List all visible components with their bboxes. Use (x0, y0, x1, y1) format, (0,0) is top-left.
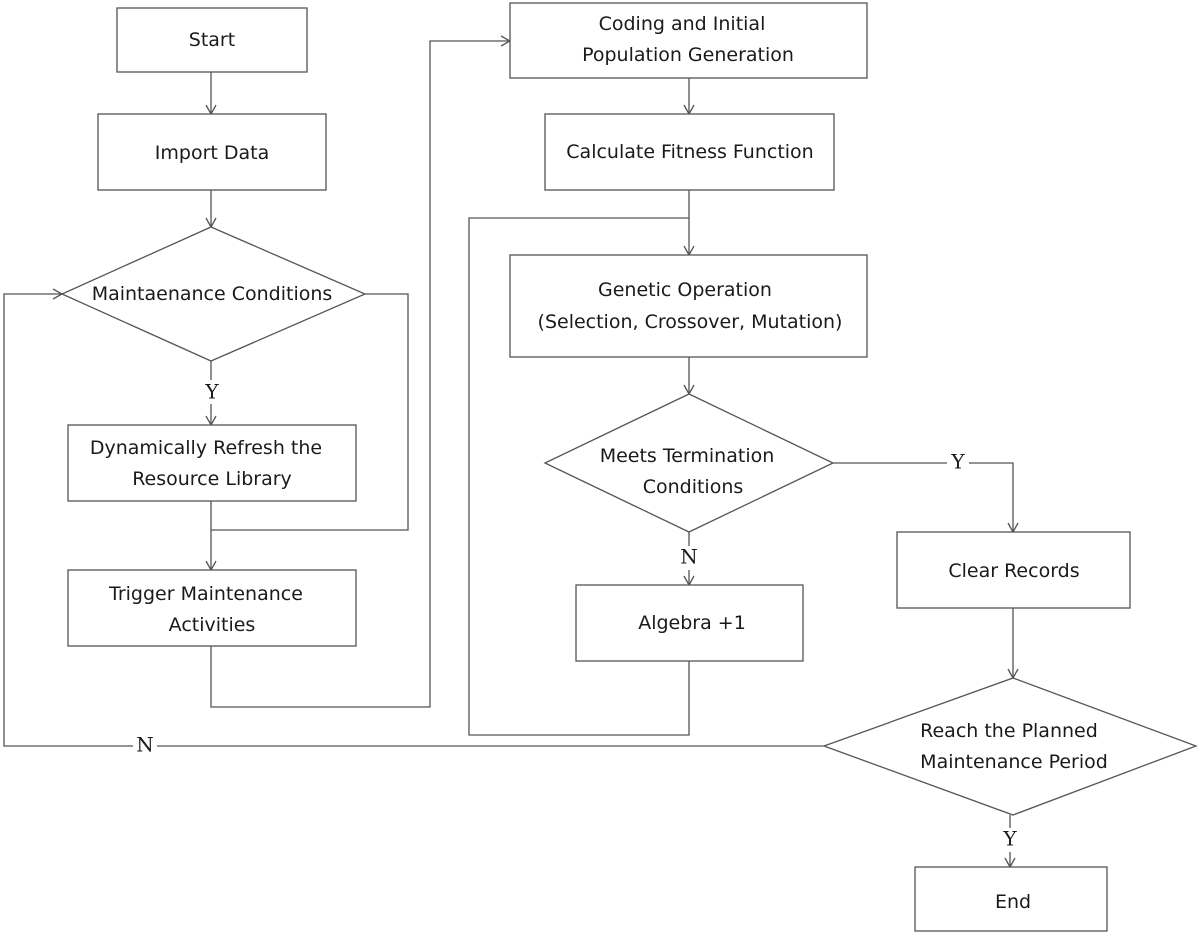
start-label: Start (189, 29, 235, 51)
end-node: End (914, 866, 1108, 932)
edges (3, 35, 1019, 869)
branch-labels: Y Y N N Y (133, 380, 1021, 852)
fitness-label: Calculate Fitness Function (566, 141, 813, 163)
maintenance-yes-label: Y (204, 380, 219, 404)
edge-period-no (3, 288, 824, 747)
period-yes-label: Y (1002, 827, 1017, 851)
planned-period-label: Reach the Planned Maintenance Period (920, 720, 1108, 773)
coding-init-node: Coding and Initial Population Generation (509, 2, 868, 79)
trigger-maintenance-label: Trigger Maintenance Activities (108, 583, 309, 636)
coding-init-label: Coding and Initial Population Generation (582, 13, 794, 66)
algebra-label: Algebra +1 (638, 612, 746, 634)
genetic-operation-label: Genetic Operation (Selection, Crossover,… (538, 279, 843, 333)
termination-no-label: N (680, 545, 698, 569)
edge-termination-yes (833, 462, 1019, 534)
edge-trigger-coding (210, 35, 512, 708)
clear-records-label: Clear Records (948, 560, 1079, 582)
algebra-node: Algebra +1 (575, 584, 804, 662)
edge-conditions-no-bypass (211, 293, 409, 531)
refresh-library-node: Dynamically Refresh the Resource Library (67, 424, 357, 502)
termination-decision: Meets Termination Conditions (543, 393, 835, 533)
genetic-operation-node: Genetic Operation (Selection, Crossover,… (509, 254, 868, 358)
period-no-label: N (136, 733, 154, 757)
start-node: Start (116, 7, 308, 73)
termination-yes-label: Y (950, 450, 965, 474)
clear-records-node: Clear Records (896, 531, 1131, 609)
end-label: End (995, 891, 1031, 913)
edge-algebra-loop (468, 217, 690, 736)
import-data-node: Import Data (97, 113, 327, 191)
maintenance-conditions-decision: Maintaenance Conditions (60, 226, 367, 362)
trigger-maintenance-node: Trigger Maintenance Activities (67, 569, 357, 647)
refresh-library-label: Dynamically Refresh the Resource Library (90, 437, 328, 490)
import-data-label: Import Data (155, 142, 269, 164)
planned-period-decision: Reach the Planned Maintenance Period (822, 677, 1198, 816)
maintenance-conditions-label: Maintaenance Conditions (92, 283, 333, 305)
termination-label: Meets Termination Conditions (600, 445, 781, 498)
fitness-node: Calculate Fitness Function (544, 113, 835, 191)
